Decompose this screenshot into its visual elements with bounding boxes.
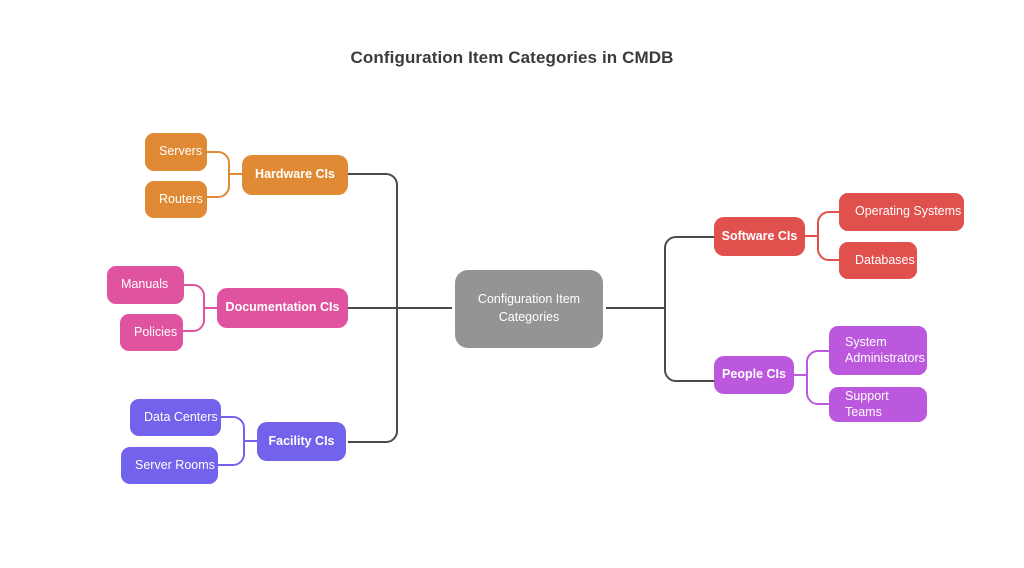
wire-documentation-manuals xyxy=(184,284,205,297)
leaf-node-databases[interactable]: Databases xyxy=(839,242,917,279)
wire-hardware-servers xyxy=(207,151,230,164)
leaf-node-system-administrators-label-line1: System xyxy=(845,335,887,350)
leaf-node-manuals[interactable]: Manuals xyxy=(107,266,184,304)
trunk-to-people xyxy=(664,369,714,382)
leaf-node-operating-systems[interactable]: Operating Systems xyxy=(839,193,964,231)
leaf-node-support-teams[interactable]: Support Teams xyxy=(829,387,927,422)
leaf-node-data-centers-label: Data Centers xyxy=(144,409,218,424)
wire-people-sysadmins xyxy=(806,350,830,363)
leaf-node-support-teams-label: Support Teams xyxy=(845,389,889,419)
trunk-to-facility xyxy=(348,430,398,443)
leaf-node-data-centers[interactable]: Data Centers xyxy=(130,399,221,436)
wire-people-support xyxy=(806,392,830,405)
branch-node-hardware-cis-label: Hardware CIs xyxy=(255,167,335,182)
leaf-node-databases-label: Databases xyxy=(855,252,915,267)
wire-facility-datacenters xyxy=(221,416,245,429)
leaf-node-manuals-label: Manuals xyxy=(121,277,169,292)
branch-node-documentation-cis-label: Documentation CIs xyxy=(225,300,340,315)
leaf-node-server-rooms-label: Server Rooms xyxy=(135,457,215,472)
leaf-node-servers-label: Servers xyxy=(159,144,203,159)
branch-node-facility-cis-label: Facility CIs xyxy=(268,433,335,448)
leaf-node-system-administrators-label-line2: Administrators xyxy=(845,350,925,365)
branch-node-hardware-cis[interactable]: Hardware CIs xyxy=(242,155,348,195)
wire-facility-serverrooms xyxy=(218,453,245,466)
trunk-to-hardware xyxy=(348,173,398,186)
page-title: Configuration Item Categories in CMDB xyxy=(350,48,674,67)
leaf-node-operating-systems-label: Operating Systems xyxy=(855,204,962,219)
wire-software-os xyxy=(817,211,841,224)
leaf-node-policies-label: Policies xyxy=(134,324,178,339)
leaf-node-system-administrators[interactable]: System Administrators xyxy=(829,326,927,375)
root-node-label-line2: Categories xyxy=(498,310,560,324)
branch-node-software-cis[interactable]: Software CIs xyxy=(714,217,805,256)
leaf-node-server-rooms[interactable]: Server Rooms xyxy=(121,447,218,484)
branch-node-facility-cis[interactable]: Facility CIs xyxy=(257,422,346,461)
root-node-label-line1: Configuration Item xyxy=(477,292,581,307)
branch-node-software-cis-label: Software CIs xyxy=(721,228,798,243)
leaf-node-system-administrators-label: System Administrators xyxy=(845,335,925,366)
wire-software-databases xyxy=(817,248,841,261)
branch-node-people-cis[interactable]: People CIs xyxy=(714,356,794,394)
leaf-node-policies[interactable]: Policies xyxy=(120,314,183,351)
trunk-to-software xyxy=(664,236,714,249)
wire-documentation-policies xyxy=(183,319,205,332)
leaf-node-routers-label: Routers xyxy=(159,191,203,206)
leaf-node-servers[interactable]: Servers xyxy=(145,133,207,171)
branch-node-people-cis-label: People CIs xyxy=(722,367,786,382)
wire-hardware-routers xyxy=(207,185,230,198)
root-node-label: Configuration Item Categories xyxy=(455,291,603,327)
root-node-configuration-item-categories[interactable]: Configuration Item Categories xyxy=(455,270,603,348)
leaf-node-routers[interactable]: Routers xyxy=(145,181,207,218)
branch-node-documentation-cis[interactable]: Documentation CIs xyxy=(217,288,348,328)
